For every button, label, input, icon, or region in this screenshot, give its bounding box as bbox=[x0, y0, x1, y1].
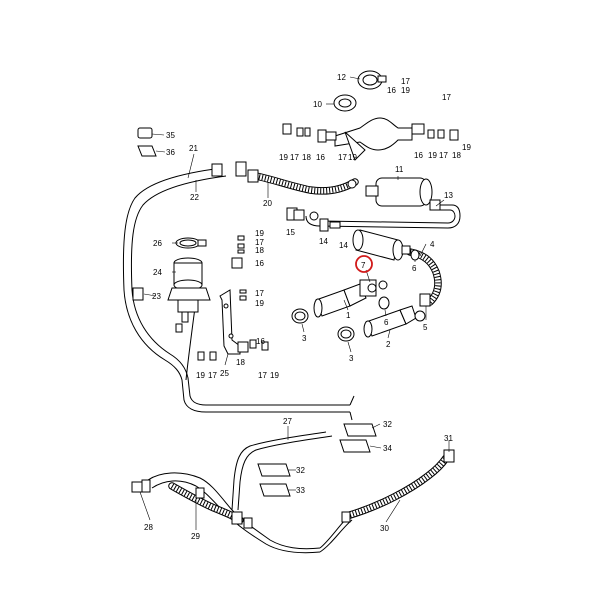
callout-31: 31 bbox=[444, 434, 453, 443]
callout-5: 5 bbox=[423, 323, 428, 332]
callout-18-b: 18 bbox=[452, 151, 461, 160]
callout-22: 22 bbox=[190, 193, 199, 202]
callout-18-d: 18 bbox=[236, 358, 245, 367]
callout-2: 2 bbox=[386, 340, 391, 349]
fuel-filter-2 bbox=[352, 229, 411, 261]
callout-19-h: 19 bbox=[270, 371, 279, 380]
callout-29: 29 bbox=[191, 532, 200, 541]
callout-35: 35 bbox=[166, 131, 175, 140]
fuel-line-13 bbox=[305, 204, 461, 229]
callout-32-top: 32 bbox=[383, 420, 392, 429]
callout-19-b: 19 bbox=[401, 86, 410, 95]
callout-6-top: 6 bbox=[412, 264, 417, 273]
callout-13: 13 bbox=[444, 191, 453, 200]
callout-19-i: 19 bbox=[348, 153, 357, 162]
leader-lines bbox=[139, 76, 450, 530]
callout-17-h: 17 bbox=[338, 153, 347, 162]
callout-17-g: 17 bbox=[258, 371, 267, 380]
callout-3-left: 3 bbox=[302, 334, 307, 343]
fittings-right-cluster bbox=[411, 123, 459, 141]
callout-17-e: 17 bbox=[255, 289, 264, 298]
fuel-line-27 bbox=[231, 431, 327, 511]
fuel-lines bbox=[122, 167, 461, 554]
callout-18-c: 18 bbox=[255, 246, 264, 255]
callout-16-c: 16 bbox=[414, 151, 423, 160]
callout-28: 28 bbox=[144, 523, 153, 532]
callout-21: 21 bbox=[189, 144, 198, 153]
clamp-10 bbox=[333, 94, 357, 112]
callout-6-bottom: 6 bbox=[384, 318, 389, 327]
callout-19-e: 19 bbox=[255, 229, 264, 238]
fuel-line-21-inner bbox=[130, 175, 350, 406]
accumulator-24 bbox=[167, 257, 211, 323]
callout-11: 11 bbox=[395, 165, 404, 174]
parts bbox=[131, 70, 459, 529]
callout-16-d: 16 bbox=[255, 259, 264, 268]
fuel-filter-11 bbox=[347, 177, 441, 211]
callout-15: 15 bbox=[286, 228, 295, 237]
bracket-33 bbox=[259, 483, 291, 497]
clamp-12 bbox=[357, 70, 387, 90]
callout-20: 20 bbox=[263, 199, 272, 208]
callout-30: 30 bbox=[380, 524, 389, 533]
rubber-clip-32-bottom bbox=[257, 463, 291, 477]
callout-17-d: 17 bbox=[255, 238, 264, 247]
callout-33: 33 bbox=[296, 486, 305, 495]
callout-24: 24 bbox=[153, 268, 162, 277]
callout-7: 7 bbox=[361, 261, 366, 270]
rubber-clip-32-top bbox=[343, 423, 377, 437]
callout-14-right: 14 bbox=[339, 241, 348, 250]
callout-17-i: 17 bbox=[442, 93, 451, 102]
hoses bbox=[168, 172, 450, 553]
fuel-line-21 bbox=[122, 167, 350, 413]
callout-16-e: 16 bbox=[256, 337, 265, 346]
callout-26: 26 bbox=[153, 239, 162, 248]
pump-body-2 bbox=[363, 305, 426, 338]
callout-19-f: 19 bbox=[255, 299, 264, 308]
callout-23: 23 bbox=[152, 292, 161, 301]
callout-17-b: 17 bbox=[401, 77, 410, 86]
callout-4: 4 bbox=[430, 240, 435, 249]
callout-34: 34 bbox=[383, 444, 392, 453]
callout-14-left: 14 bbox=[319, 237, 328, 246]
callout-17-a: 17 bbox=[290, 153, 299, 162]
callout-19-c: 19 bbox=[428, 151, 437, 160]
callout-18-a: 18 bbox=[302, 153, 311, 162]
callout-3-right: 3 bbox=[349, 354, 354, 363]
callout-19-g: 19 bbox=[196, 371, 205, 380]
mounting-bracket bbox=[334, 117, 413, 161]
callout-10: 10 bbox=[313, 100, 322, 109]
callout-1: 1 bbox=[346, 311, 351, 320]
fuel-pump-assembly-1 bbox=[313, 279, 388, 318]
callout-19-d: 19 bbox=[462, 143, 471, 152]
callout-32-bottom: 32 bbox=[296, 466, 305, 475]
bracket-34 bbox=[339, 439, 371, 453]
callout-16-a: 16 bbox=[316, 153, 325, 162]
fittings-left-cluster bbox=[282, 123, 337, 143]
callout-12: 12 bbox=[337, 73, 346, 82]
callout-36: 36 bbox=[166, 148, 175, 157]
callout-27: 27 bbox=[283, 417, 292, 426]
highlight-ring-7 bbox=[355, 255, 373, 273]
callout-25: 25 bbox=[220, 369, 229, 378]
callout-17-f: 17 bbox=[208, 371, 217, 380]
callout-numbers: 35 36 21 22 20 12 10 11 13 4 26 24 23 25… bbox=[144, 73, 471, 541]
callout-17-c: 17 bbox=[439, 151, 448, 160]
callout-16-b: 16 bbox=[387, 86, 396, 95]
callout-19-a: 19 bbox=[279, 153, 288, 162]
bracket-25 bbox=[219, 289, 241, 355]
